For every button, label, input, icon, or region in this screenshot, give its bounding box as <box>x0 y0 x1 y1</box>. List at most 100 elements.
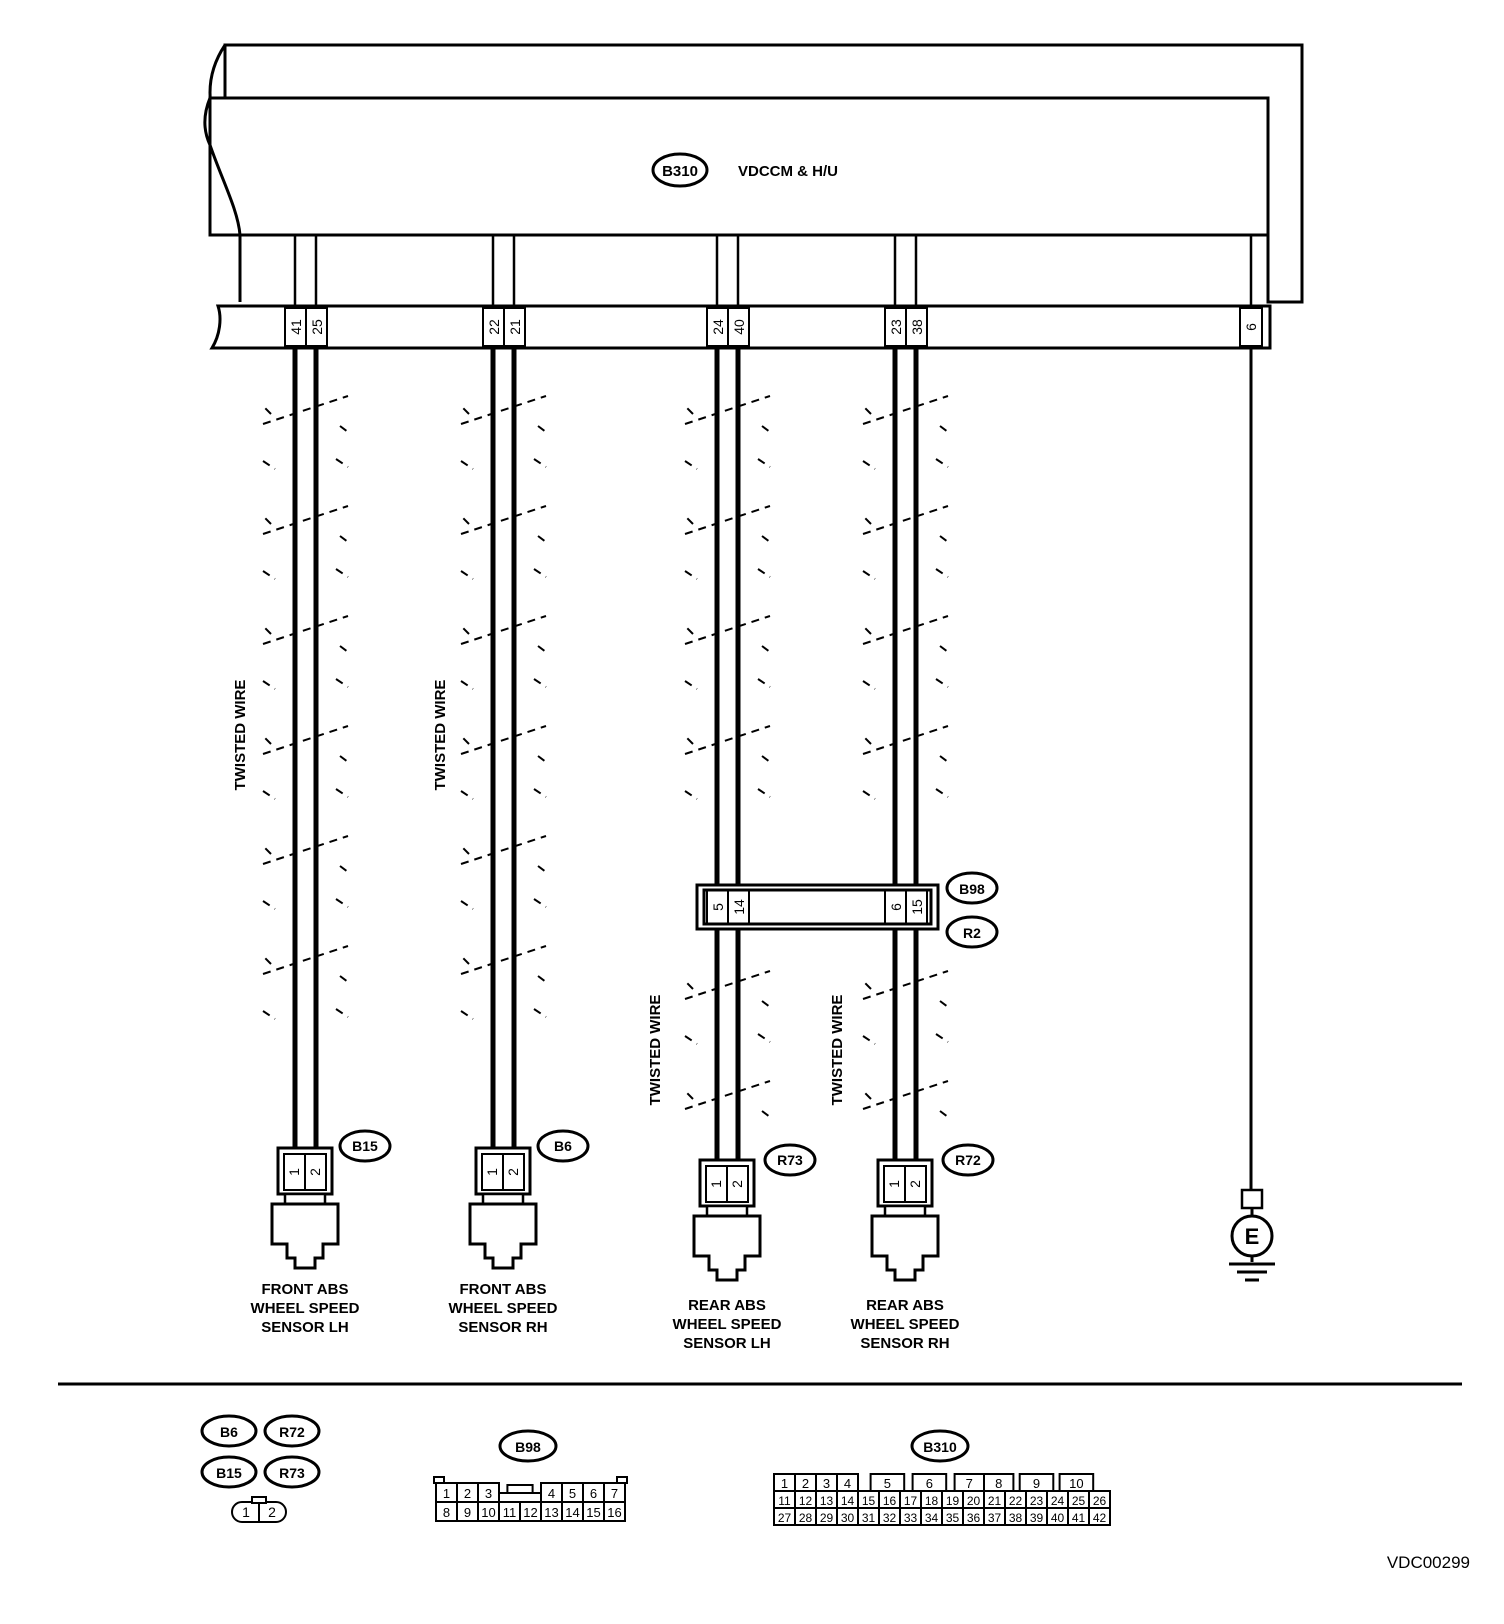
b310-pin: 38 <box>1009 1511 1023 1525</box>
sensor-pin: 1 <box>286 1168 302 1176</box>
sensor-label-line: WHEEL SPEED <box>673 1316 782 1333</box>
b310-pin: 34 <box>925 1511 939 1525</box>
b310-pin: 26 <box>1093 1494 1107 1508</box>
sensor-connector-badge <box>763 1143 817 1177</box>
sensor-label-line: REAR ABS <box>688 1297 766 1314</box>
sensor-label-line: FRONT ABS <box>262 1281 349 1298</box>
sensor-label-line: REAR ABS <box>866 1297 944 1314</box>
legend-2pin-number: 1 <box>242 1504 250 1520</box>
b98-pin: 10 <box>481 1505 495 1520</box>
sensor-pin: 2 <box>729 1180 745 1188</box>
legend-connector-badge: B6 <box>200 1414 258 1448</box>
twisted-wire-label: TWISTED WIRE <box>829 995 846 1106</box>
sensor-label-line: WHEEL SPEED <box>251 1300 360 1317</box>
joint-connector-id-top: B98 <box>945 871 999 905</box>
b310-pin: 17 <box>904 1494 918 1508</box>
module-pin: 22 <box>486 319 502 335</box>
module-pin: 41 <box>288 319 304 335</box>
sensor-label-line: SENSOR LH <box>261 1319 349 1336</box>
b310-pin: 12 <box>799 1494 813 1508</box>
b98-pin: 1 <box>443 1486 450 1501</box>
b310-pin: 41 <box>1072 1511 1086 1525</box>
b310-pin: 27 <box>778 1511 792 1525</box>
b310-pin: 5 <box>884 1476 891 1491</box>
sensor-label-line: FRONT ABS <box>460 1281 547 1298</box>
sensor-label-line: WHEEL SPEED <box>449 1300 558 1317</box>
module-pin: 25 <box>309 319 325 335</box>
legend-b310-badge: B310 <box>910 1429 970 1463</box>
svg-text:B98: B98 <box>959 881 985 897</box>
b98-pin: 3 <box>485 1486 492 1501</box>
b310-pin: 9 <box>1033 1476 1040 1491</box>
twisted-wire-label: TWISTED WIRE <box>432 680 449 791</box>
module-pin: 38 <box>909 319 925 335</box>
module-label: VDCCM & H/U <box>738 163 838 180</box>
b98-pin: 2 <box>464 1486 471 1501</box>
sensor-body <box>692 1214 762 1282</box>
b310-pin: 7 <box>966 1476 973 1491</box>
sensor-connector-id: B6 <box>554 1138 572 1154</box>
b310-pin: 25 <box>1072 1494 1086 1508</box>
b310-pin: 20 <box>967 1494 981 1508</box>
b310-pin: 28 <box>799 1511 813 1525</box>
svg-text:B98: B98 <box>515 1439 541 1455</box>
b310-pin: 4 <box>844 1476 851 1491</box>
module-pin-numbers: 41 25 22 21 24 40 23 38 6 <box>288 319 1259 335</box>
b310-pin: 21 <box>988 1494 1002 1508</box>
svg-text:R73: R73 <box>279 1465 305 1481</box>
b310-pin: 23 <box>1030 1494 1044 1508</box>
b310-pin: 6 <box>926 1476 933 1491</box>
b310-pin: 2 <box>802 1476 809 1491</box>
b98-pin: 9 <box>464 1505 471 1520</box>
b310-pin: 15 <box>862 1494 876 1508</box>
b98-pin: 13 <box>544 1505 558 1520</box>
legend-small-connectors: B6 R72 B15 R73 1 2 <box>200 1414 321 1523</box>
module-pin: 21 <box>507 319 523 335</box>
sensor-label-line: SENSOR RH <box>860 1335 949 1352</box>
b310-pin: 30 <box>841 1511 855 1525</box>
twisted-wire-marks <box>262 395 949 1118</box>
b98-pin: 7 <box>611 1486 618 1501</box>
b310-pin: 3 <box>823 1476 830 1491</box>
b310-pin: 39 <box>1030 1511 1044 1525</box>
b98-pin: 14 <box>565 1505 579 1520</box>
twisted-wire-labels: TWISTED WIRE TWISTED WIRE TWISTED WIRE T… <box>232 680 846 1106</box>
svg-text:B15: B15 <box>216 1465 242 1481</box>
svg-text:B6: B6 <box>220 1424 238 1440</box>
b310-pin: 24 <box>1051 1494 1065 1508</box>
b98-pin: 15 <box>586 1505 600 1520</box>
svg-text:R72: R72 <box>279 1424 305 1440</box>
sensor-body <box>870 1214 940 1282</box>
joint-pin: 6 <box>888 903 904 911</box>
b98-pin: 6 <box>590 1486 597 1501</box>
b310-pin-cell <box>1088 1507 1111 1526</box>
b310-pin: 29 <box>820 1511 834 1525</box>
b310-pin: 16 <box>883 1494 897 1508</box>
sensor-pin: 1 <box>484 1168 500 1176</box>
b310-pin: 32 <box>883 1511 897 1525</box>
svg-text:B310: B310 <box>923 1439 957 1455</box>
sensor-connector-badge <box>941 1143 995 1177</box>
b310-pin: 19 <box>946 1494 960 1508</box>
b310-pin: 31 <box>862 1511 876 1525</box>
sensor-pin: 1 <box>886 1180 902 1188</box>
b310-pin: 8 <box>995 1476 1002 1491</box>
module-pin: 40 <box>731 319 747 335</box>
b310-pin: 14 <box>841 1494 855 1508</box>
module-internal-stubs <box>293 235 1253 306</box>
diagram-code: VDC00299 <box>1387 1553 1470 1572</box>
sensor-pin: 2 <box>505 1168 521 1176</box>
legend-b98-badge: B98 <box>498 1429 558 1463</box>
b98-pin-cell <box>603 1501 626 1522</box>
legend-2pin-number: 2 <box>268 1504 276 1520</box>
legend-connector-badge: R73 <box>263 1455 321 1489</box>
module-pin: 24 <box>710 319 726 335</box>
b98-pin: 16 <box>607 1505 621 1520</box>
b98-pin: 11 <box>503 1505 517 1520</box>
